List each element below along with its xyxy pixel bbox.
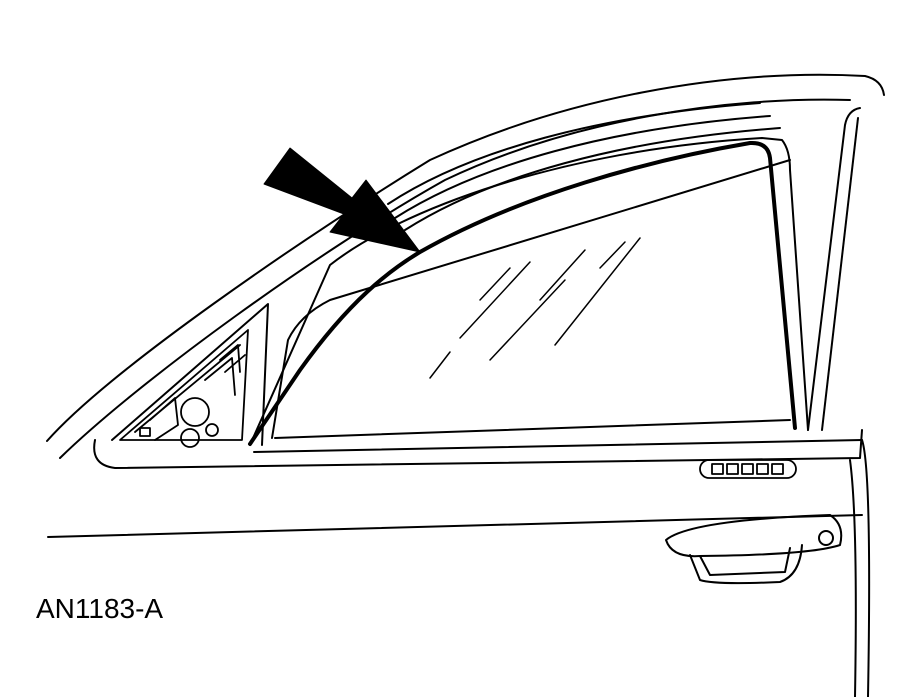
indicator-arrow <box>263 147 421 253</box>
door-lock-buttons <box>699 459 797 479</box>
door-handle <box>665 514 843 585</box>
figure-id-label: AN1183-A <box>36 593 164 624</box>
glass-edge-line <box>248 140 797 446</box>
mirror-mount-detail <box>119 329 249 448</box>
window-frame <box>93 107 863 469</box>
door-body-lines <box>47 439 871 697</box>
roof-outline <box>46 73 885 459</box>
glass-reflection-marks <box>429 237 641 379</box>
